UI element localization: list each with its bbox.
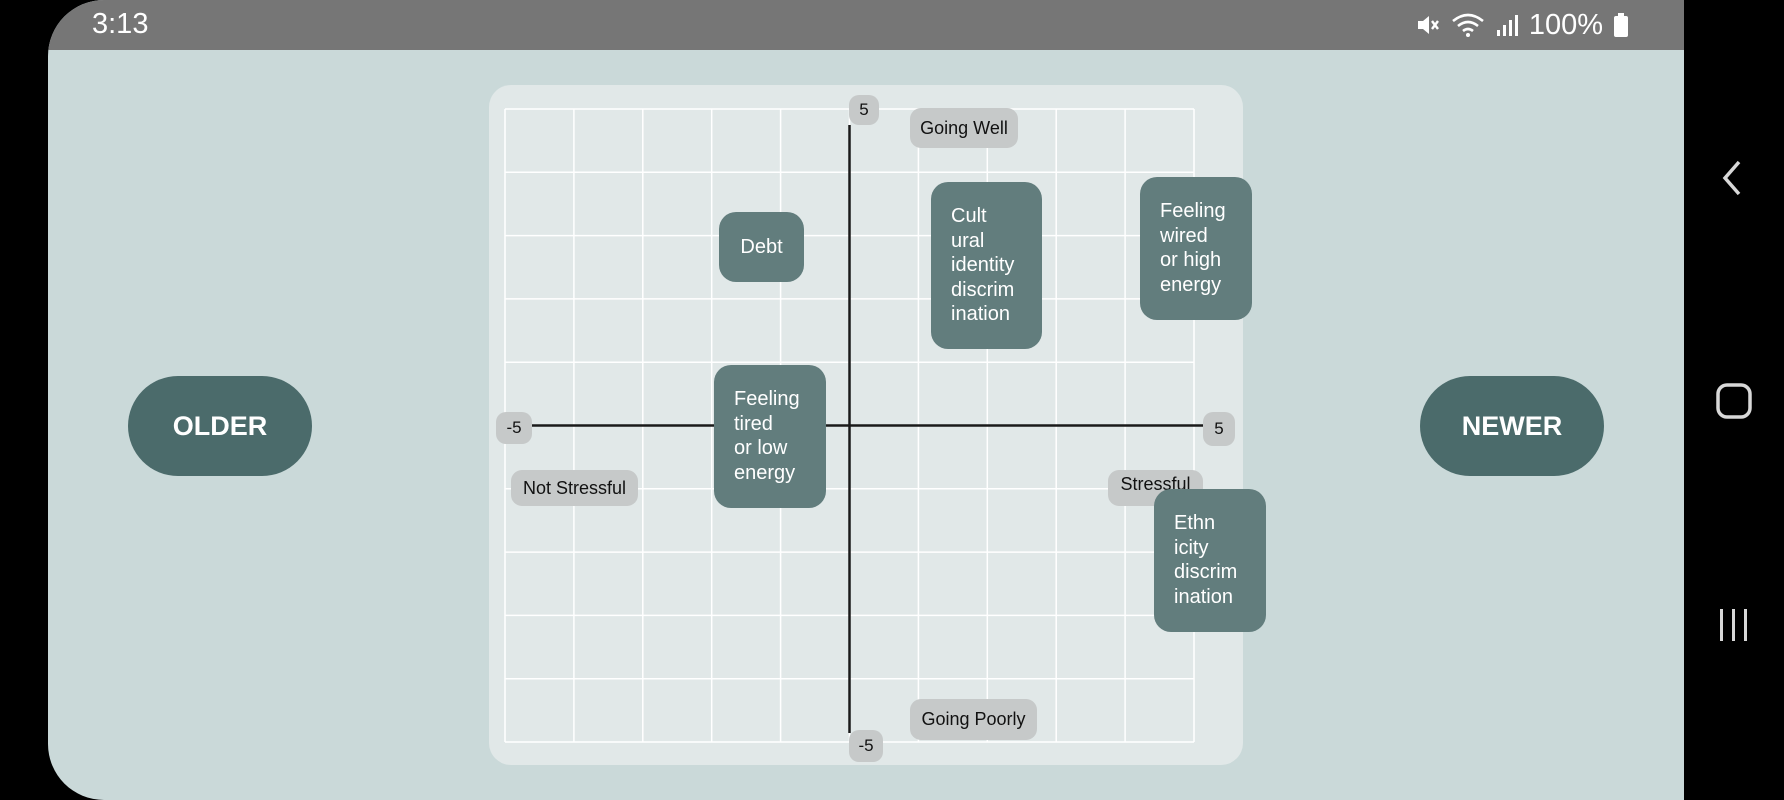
chart-grid — [504, 108, 1209, 743]
battery-percent: 100% — [1528, 8, 1603, 41]
signal-icon — [1496, 15, 1518, 36]
mute-icon — [1417, 16, 1439, 34]
y-min-tick: -5 — [849, 730, 883, 762]
card-feeling-wired[interactable]: Feeling wired or high energy — [1140, 177, 1252, 320]
home-button[interactable] — [1684, 361, 1784, 441]
going-well-label: Going Well — [910, 108, 1018, 148]
recents-icon — [1720, 609, 1747, 641]
navigation-bar — [1684, 0, 1784, 800]
y-max-tick: 5 — [849, 95, 879, 125]
status-time: 3:13 — [92, 8, 149, 40]
older-button[interactable]: OLDER — [128, 376, 312, 476]
status-bar: 3:13 100% — [48, 0, 1684, 50]
newer-button[interactable]: NEWER — [1420, 376, 1604, 476]
x-min-tick: -5 — [496, 412, 532, 444]
back-icon — [1722, 160, 1741, 196]
card-ethnicity-discrimination[interactable]: Ethn icity discrim ination — [1154, 489, 1266, 632]
home-icon — [1716, 383, 1752, 419]
not-stressful-label: Not Stressful — [511, 470, 638, 506]
recents-button[interactable] — [1684, 585, 1784, 665]
quadrant-chart: 5 -5 -5 5 Going Well Going Poorly Not St… — [489, 85, 1266, 765]
back-button[interactable] — [1684, 138, 1784, 218]
battery-icon — [1614, 13, 1628, 37]
status-icons: 100% — [1415, 6, 1629, 44]
app-screen: 3:13 100% OLDE — [48, 0, 1684, 800]
card-feeling-tired[interactable]: Feeling tired or low energy — [714, 365, 826, 508]
card-cultural-identity-discrimination[interactable]: Cult ural identity discrim ination — [931, 182, 1042, 349]
x-max-tick: 5 — [1203, 412, 1235, 446]
card-debt[interactable]: Debt — [719, 212, 804, 282]
wifi-icon — [1452, 13, 1484, 37]
going-poorly-label: Going Poorly — [910, 699, 1037, 740]
